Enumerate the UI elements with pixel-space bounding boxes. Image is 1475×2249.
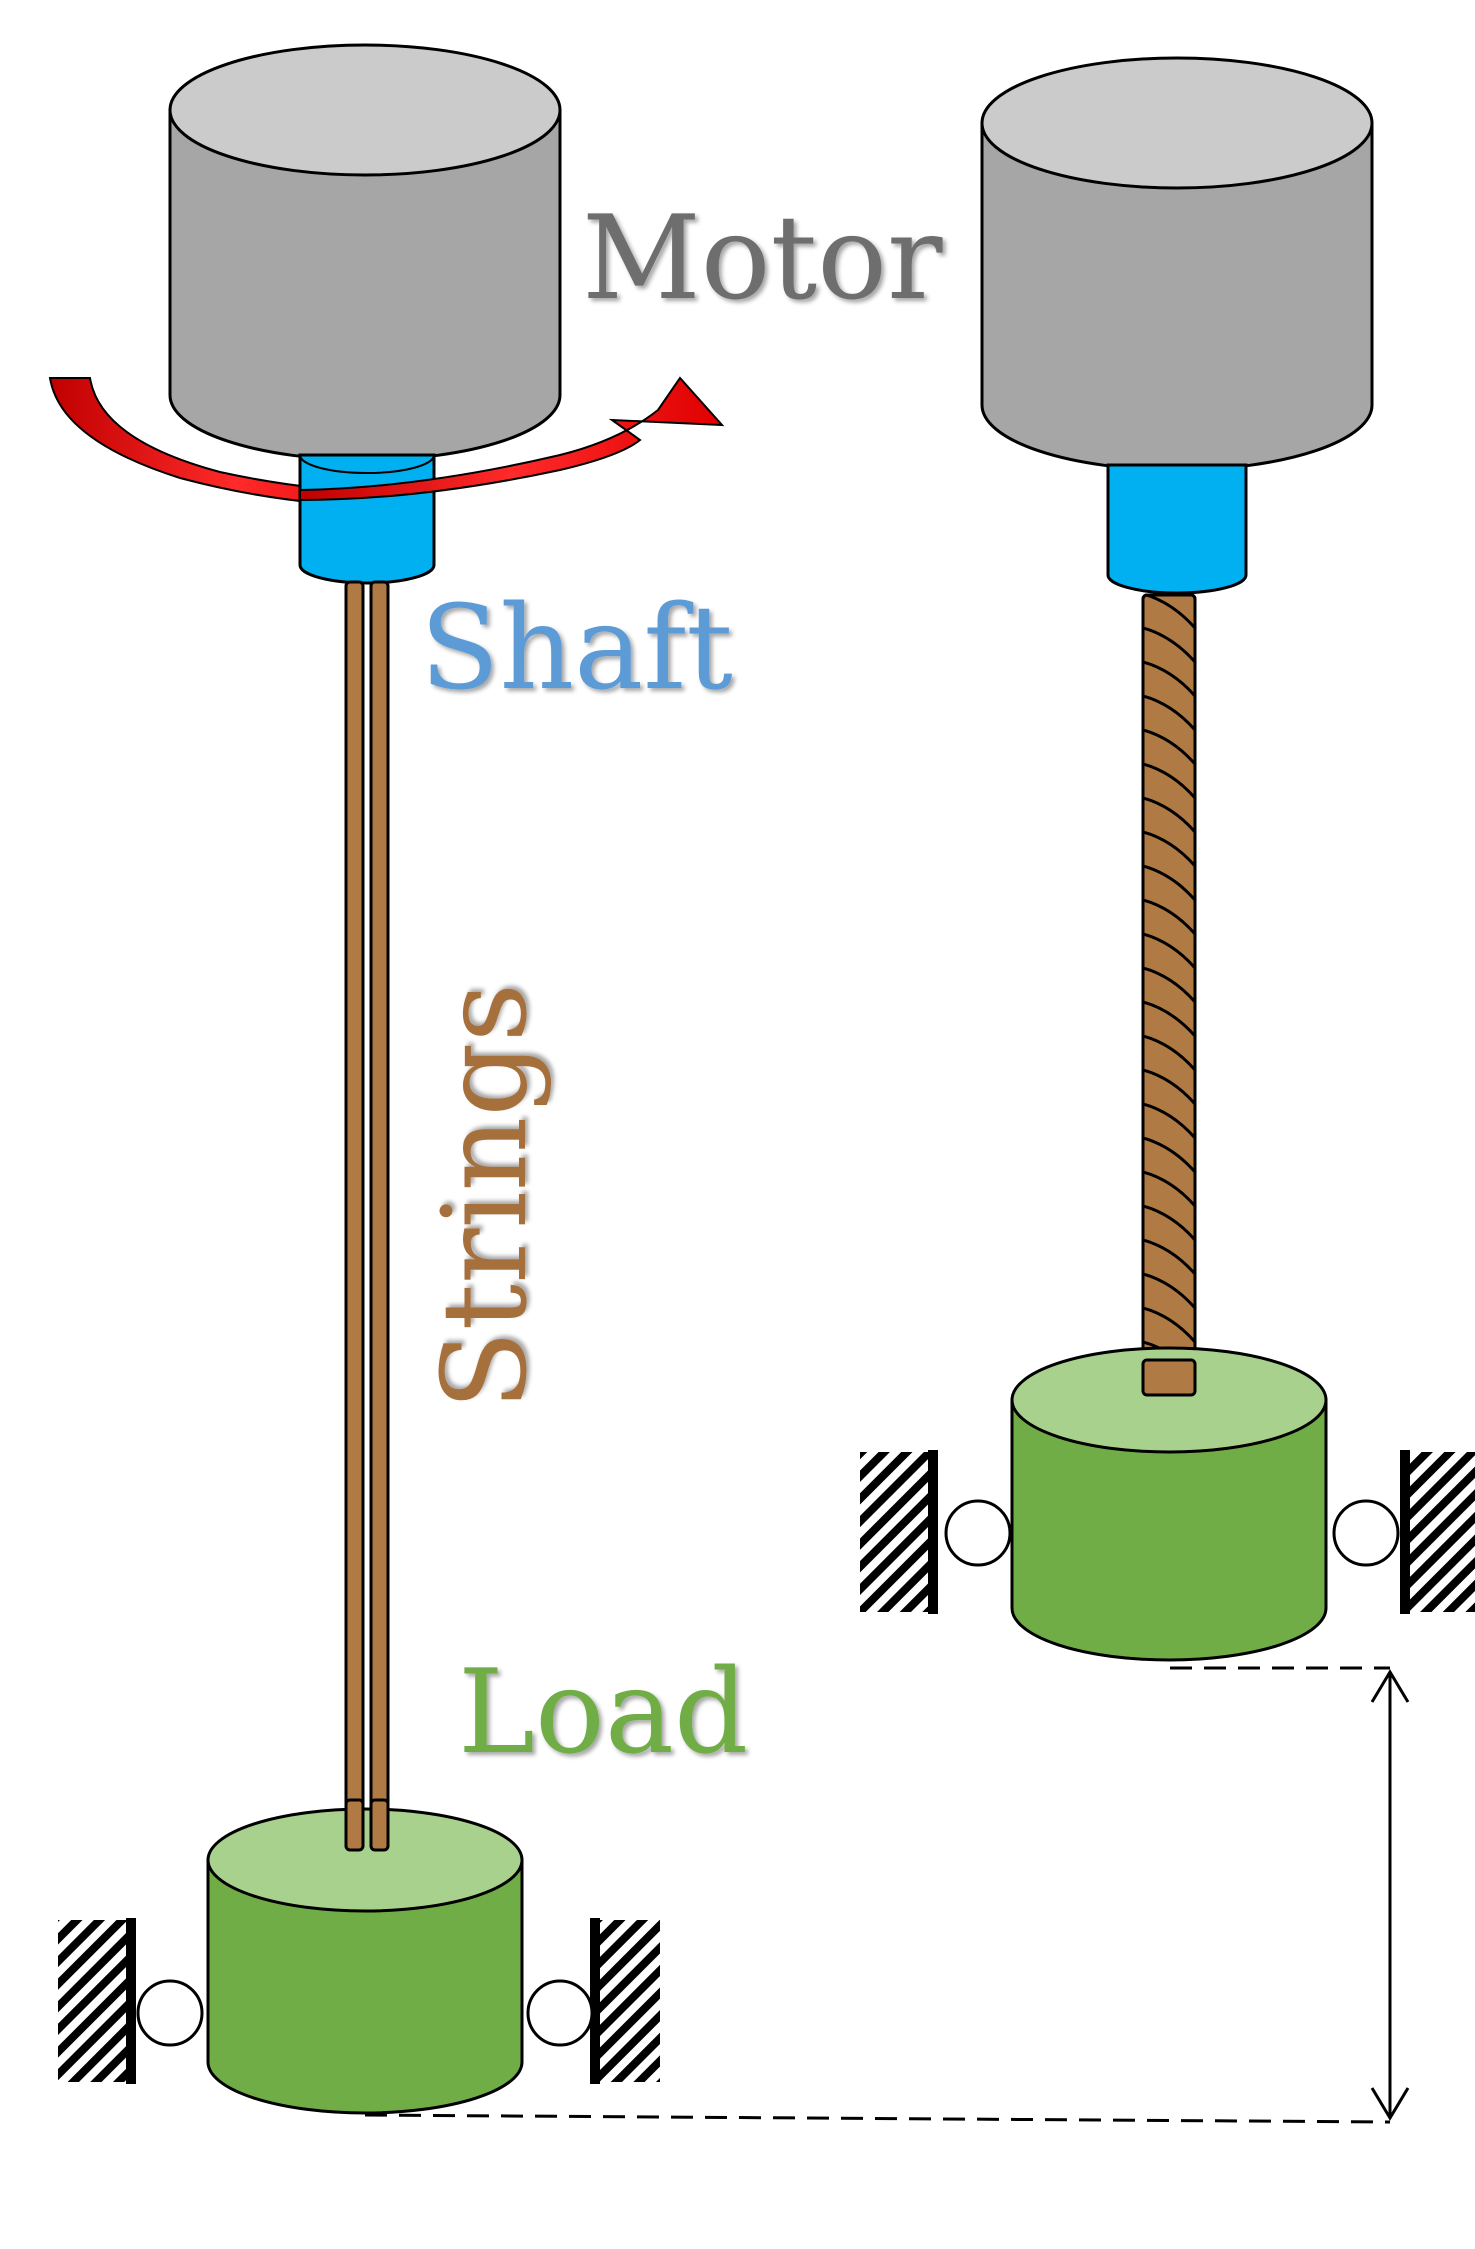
rope-twist-line (1143, 660, 1195, 697)
rope-twist-line (1143, 830, 1195, 867)
rope-twist-line (1143, 1068, 1195, 1105)
rope-twist-line (1143, 694, 1195, 731)
shaft-right (1106, 463, 1248, 595)
guide-right-2 (1332, 1450, 1475, 1614)
load-right (1010, 1346, 1328, 1662)
hatched-wall-icon (1410, 1452, 1475, 1612)
twisted-strings-right (1141, 593, 1197, 1397)
rope-twist-line (1143, 796, 1195, 833)
rope-twist-line (1143, 1102, 1195, 1139)
guide-right-1 (860, 1450, 1012, 1614)
roller-icon (944, 1499, 1012, 1567)
rope-twist-line (1143, 762, 1195, 799)
shaft-label: Shaft (420, 581, 733, 716)
rotation-arrow-front (299, 376, 725, 502)
rope-twist-line (1143, 898, 1195, 935)
hatched-wall-icon (600, 1920, 660, 2082)
rope-twist-line (1143, 1000, 1195, 1037)
motor-right (980, 56, 1374, 472)
strings-left (344, 580, 390, 1849)
rope-twist-line (1143, 728, 1195, 765)
double-arrow-icon (1370, 1669, 1410, 2121)
motor-label: Motor (582, 191, 943, 326)
string-left-1 (344, 580, 365, 1849)
right-assembly (860, 56, 1475, 1662)
rope-twist-line (1143, 864, 1195, 901)
rope-twist-line (1143, 1034, 1195, 1071)
roller-icon (526, 1979, 594, 2047)
roller-icon (1332, 1499, 1400, 1567)
hatched-wall-icon (860, 1452, 930, 1612)
rope-twist-line (1143, 932, 1195, 969)
guide-left-1 (58, 1918, 204, 2084)
rope-twist-line (1143, 1238, 1195, 1275)
rope-twist-line (1143, 1204, 1195, 1241)
shaft-left (298, 453, 436, 585)
roller-icon (136, 1979, 204, 2047)
rope-twist-line (1143, 626, 1195, 663)
rope-twist-line (1143, 1170, 1195, 1207)
rope-twist-line (1143, 1272, 1195, 1309)
displacement-dimension (364, 1666, 1410, 2124)
hatched-wall-icon (58, 1920, 128, 2082)
guide-left-2 (526, 1918, 660, 2084)
load-left (206, 1798, 524, 2115)
rope-twist-line (1143, 966, 1195, 1003)
motor-left-top (168, 43, 562, 177)
rope-twist-line (1143, 1306, 1195, 1343)
strings-label: Strings (418, 983, 553, 1410)
motor-left (168, 43, 562, 462)
string-left-2 (369, 580, 390, 1849)
rope-twist-line (1143, 1136, 1195, 1173)
load-label: Load (458, 1645, 748, 1780)
left-assembly (48, 43, 725, 2115)
